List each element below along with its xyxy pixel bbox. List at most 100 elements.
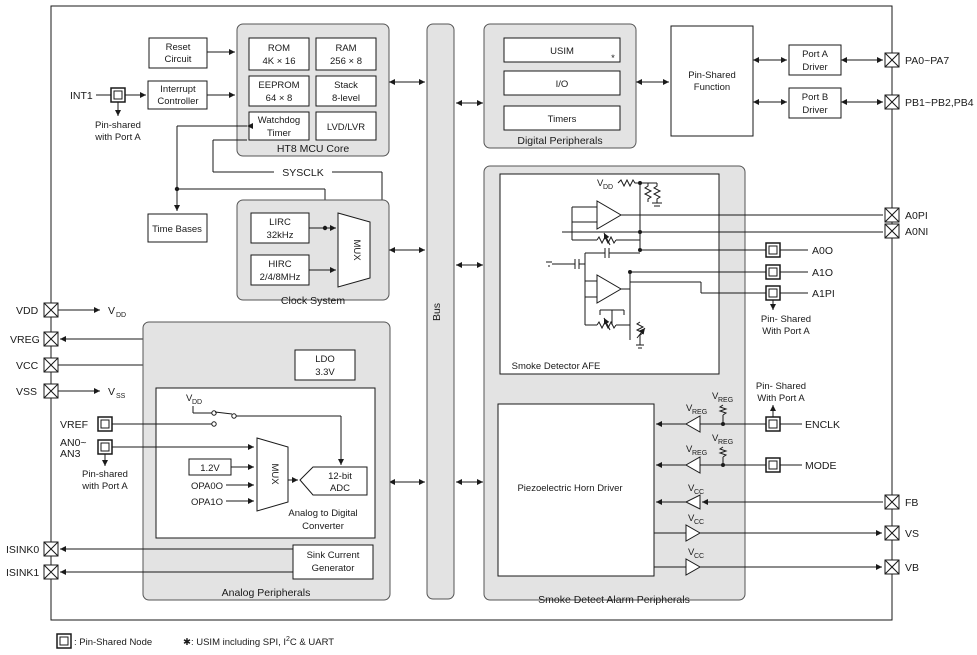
horn-vreg2-label: V <box>686 403 693 414</box>
isink-pins: ISINK0 ISINK1 <box>6 541 293 580</box>
an-note-1: Pin-shared <box>82 469 128 480</box>
ldo-voltage: 3.3V <box>315 367 335 378</box>
afe-label: Smoke Detector AFE <box>512 361 601 372</box>
horn-vcc1-sub: CC <box>694 489 704 496</box>
rom-block <box>248 37 310 71</box>
eeprom-size: 64 × 8 <box>266 93 293 104</box>
ref-1v2-label: 1.2V <box>200 463 220 474</box>
sink-label-2: Generator <box>312 563 355 574</box>
smoke-peripherals-label: Smoke Detect Alarm Peripherals <box>538 594 690 606</box>
circuit-label: Circuit <box>165 54 192 65</box>
a1pi-label: A1PI <box>812 288 835 300</box>
lvd-block <box>315 111 377 141</box>
pb-pins-label: PB1~PB2,PB4 <box>905 97 974 109</box>
adc-vdd-label: V <box>186 393 193 404</box>
time-bases-block <box>147 213 208 243</box>
vss-pin-label: VSS <box>16 386 37 398</box>
int1-pin: INT1 Pin-shared with Port A <box>70 87 146 143</box>
vcc-pin-label: VCC <box>16 360 39 372</box>
usim-star: * <box>611 53 615 64</box>
usim-block <box>503 37 621 63</box>
sink-current-generator <box>292 544 374 580</box>
vss-out-sub: SS <box>116 393 126 400</box>
psf-label-1: Pin-Shared <box>688 70 736 81</box>
adc-mux <box>256 437 289 512</box>
analog-peripherals-label: Analog Peripherals <box>222 587 311 599</box>
timers-label: Timers <box>548 114 577 125</box>
afe-resistor-1 <box>617 178 640 188</box>
an-note-2: with Port A <box>81 481 128 492</box>
eeprom-block <box>248 75 310 107</box>
ram-block <box>315 37 377 71</box>
usim-label: USIM <box>550 46 574 57</box>
pin-vs-icon <box>884 525 900 541</box>
stack-block <box>315 75 377 107</box>
afe-vdd-sub: DD <box>603 184 613 191</box>
timers-block <box>503 105 621 131</box>
pin-pb-icon <box>884 94 900 110</box>
horn-vcc2-sub: CC <box>694 519 704 526</box>
digital-peripherals-label: Digital Peripherals <box>517 135 602 147</box>
vreg-pin-label: VREG <box>10 334 40 346</box>
smoke-detect-peripherals: Smoke Detector AFE V DD <box>483 165 883 606</box>
pin-vb-icon <box>884 559 900 575</box>
rom-size: 4K × 16 <box>262 56 295 67</box>
pin-vss-icon <box>43 383 59 399</box>
enclk-label: ENCLK <box>805 419 840 431</box>
an3-label: AN3 <box>60 448 81 460</box>
reset-label: Reset <box>166 42 191 53</box>
pa-pins-label: PA0~PA7 <box>905 55 949 67</box>
int1-label: INT1 <box>70 90 93 102</box>
right-pins: PA0~PA7 PB1~PB2,PB4 A0PI A0NI FB VS VB <box>884 52 974 575</box>
legend-node-label: : Pin-Shared Node <box>74 637 152 648</box>
lvd-label: LVD/LVR <box>327 122 365 133</box>
sysclk-label: SYSCLK <box>282 167 323 179</box>
clock-mux <box>337 212 371 288</box>
horn-vreg4-label: V <box>686 444 693 455</box>
vdd-out-label: V <box>108 305 115 317</box>
adc-conv-2: Converter <box>302 521 344 532</box>
isink0-label: ISINK0 <box>6 544 39 556</box>
horn-vcc2-label: V <box>688 513 695 524</box>
afe-vdd-label: V <box>597 178 604 189</box>
sink-label-1: Sink Current <box>307 550 360 561</box>
opa1o-label: OPA1O <box>191 497 223 508</box>
clock-mux-label: MUX <box>351 239 362 261</box>
pin-vdd-icon <box>43 302 59 318</box>
bus-label: Bus <box>431 303 443 321</box>
hirc-freq: 2/4/8MHz <box>260 272 301 283</box>
hirc-label: HIRC <box>268 259 291 270</box>
clock-system-label: Clock System <box>281 295 345 307</box>
mcu-core: ROM 4K × 16 RAM 256 × 8 EEPROM 64 × 8 St… <box>236 23 390 157</box>
pin-a0pi-icon <box>884 207 900 223</box>
adc-bits: 12-bit <box>328 471 352 482</box>
horn-vcc1-label: V <box>688 483 695 494</box>
bus-connections <box>389 79 483 485</box>
horn-driver-block <box>497 403 655 577</box>
fb-label: FB <box>905 497 918 509</box>
legend: : Pin-Shared Node ✱: USIM including SPI,… <box>56 633 334 649</box>
int1-note-2: with Port A <box>94 132 141 143</box>
adc-label: ADC <box>330 483 350 494</box>
port-a-driver-label: Driver <box>802 62 827 73</box>
mode-label: MODE <box>805 460 837 472</box>
interrupt-controller: Interrupt Controller <box>147 80 235 110</box>
a0pi-label: A0PI <box>905 210 928 222</box>
smoke-afe-block <box>499 173 720 375</box>
hirc-block <box>250 254 310 286</box>
horn-note-2: With Port A <box>757 393 805 404</box>
psf-label-2: Function <box>694 82 730 93</box>
horn-vcc3-label: V <box>688 547 695 558</box>
io-block <box>503 70 621 96</box>
pin-vreg-icon <box>43 331 59 347</box>
legend-usim-a: ✱: USIM including SPI, I2C & UART <box>183 636 334 648</box>
opamp-1 <box>596 274 622 304</box>
pin-shared-function: Pin-Shared Function <box>670 25 787 137</box>
horn-vreg1-label: V <box>712 391 719 402</box>
rom-label: ROM <box>268 43 290 54</box>
horn-vreg1-sub: REG <box>718 397 733 404</box>
vref-label: VREF <box>60 419 88 431</box>
watchdog-timer-label: Timer <box>267 128 291 139</box>
interrupt-label: Interrupt <box>160 84 196 95</box>
